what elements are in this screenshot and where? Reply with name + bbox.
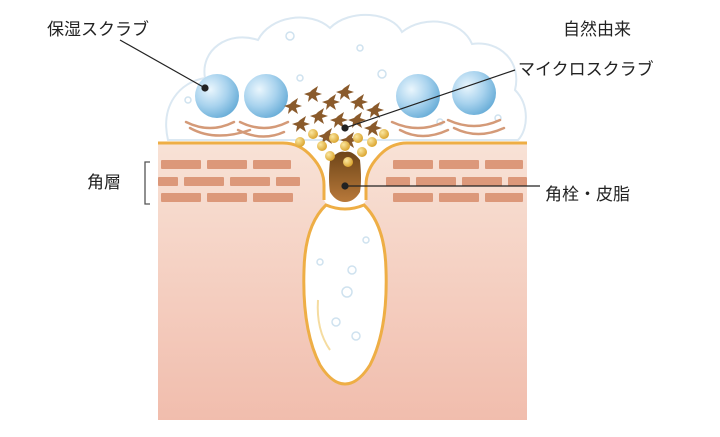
follicle-bubble (362, 236, 370, 244)
stratum-bricks (158, 160, 527, 202)
follicle-bubble (351, 331, 361, 341)
pore-follicle (302, 203, 388, 386)
label-natural-origin: 自然由来 (563, 20, 631, 40)
moisturizing-bead (195, 74, 239, 118)
label-micro-scrub: マイクロスクラブ (518, 60, 654, 80)
foam-bubble (377, 69, 387, 79)
follicle-bubble (316, 258, 324, 266)
gold-beads (295, 129, 389, 167)
pore-plug (329, 151, 361, 202)
label-pore-plug-sebum: 角栓・皮脂 (545, 185, 630, 205)
bead-arcs (184, 118, 506, 138)
moisturizing-bead (452, 71, 496, 115)
follicle-bubble (341, 286, 353, 298)
label-stratum-corneum: 角層 (87, 173, 121, 193)
foam-bubble (184, 96, 192, 104)
stratum-bracket (144, 161, 150, 205)
foam-bubble (285, 31, 295, 41)
micro-scrub-particles (284, 84, 384, 148)
moisturizing-bead (244, 74, 288, 118)
label-moisturizing-scrub: 保湿スクラブ (47, 20, 149, 40)
follicle-highlight (316, 299, 331, 351)
skin-surface-line (158, 141, 527, 200)
foam-bubble (296, 74, 304, 82)
moisturizing-bead (396, 74, 440, 118)
foam-bubble (356, 44, 364, 52)
leader-lines (119, 39, 540, 190)
follicle-bubble (331, 317, 341, 327)
follicle-bubble (347, 265, 357, 275)
